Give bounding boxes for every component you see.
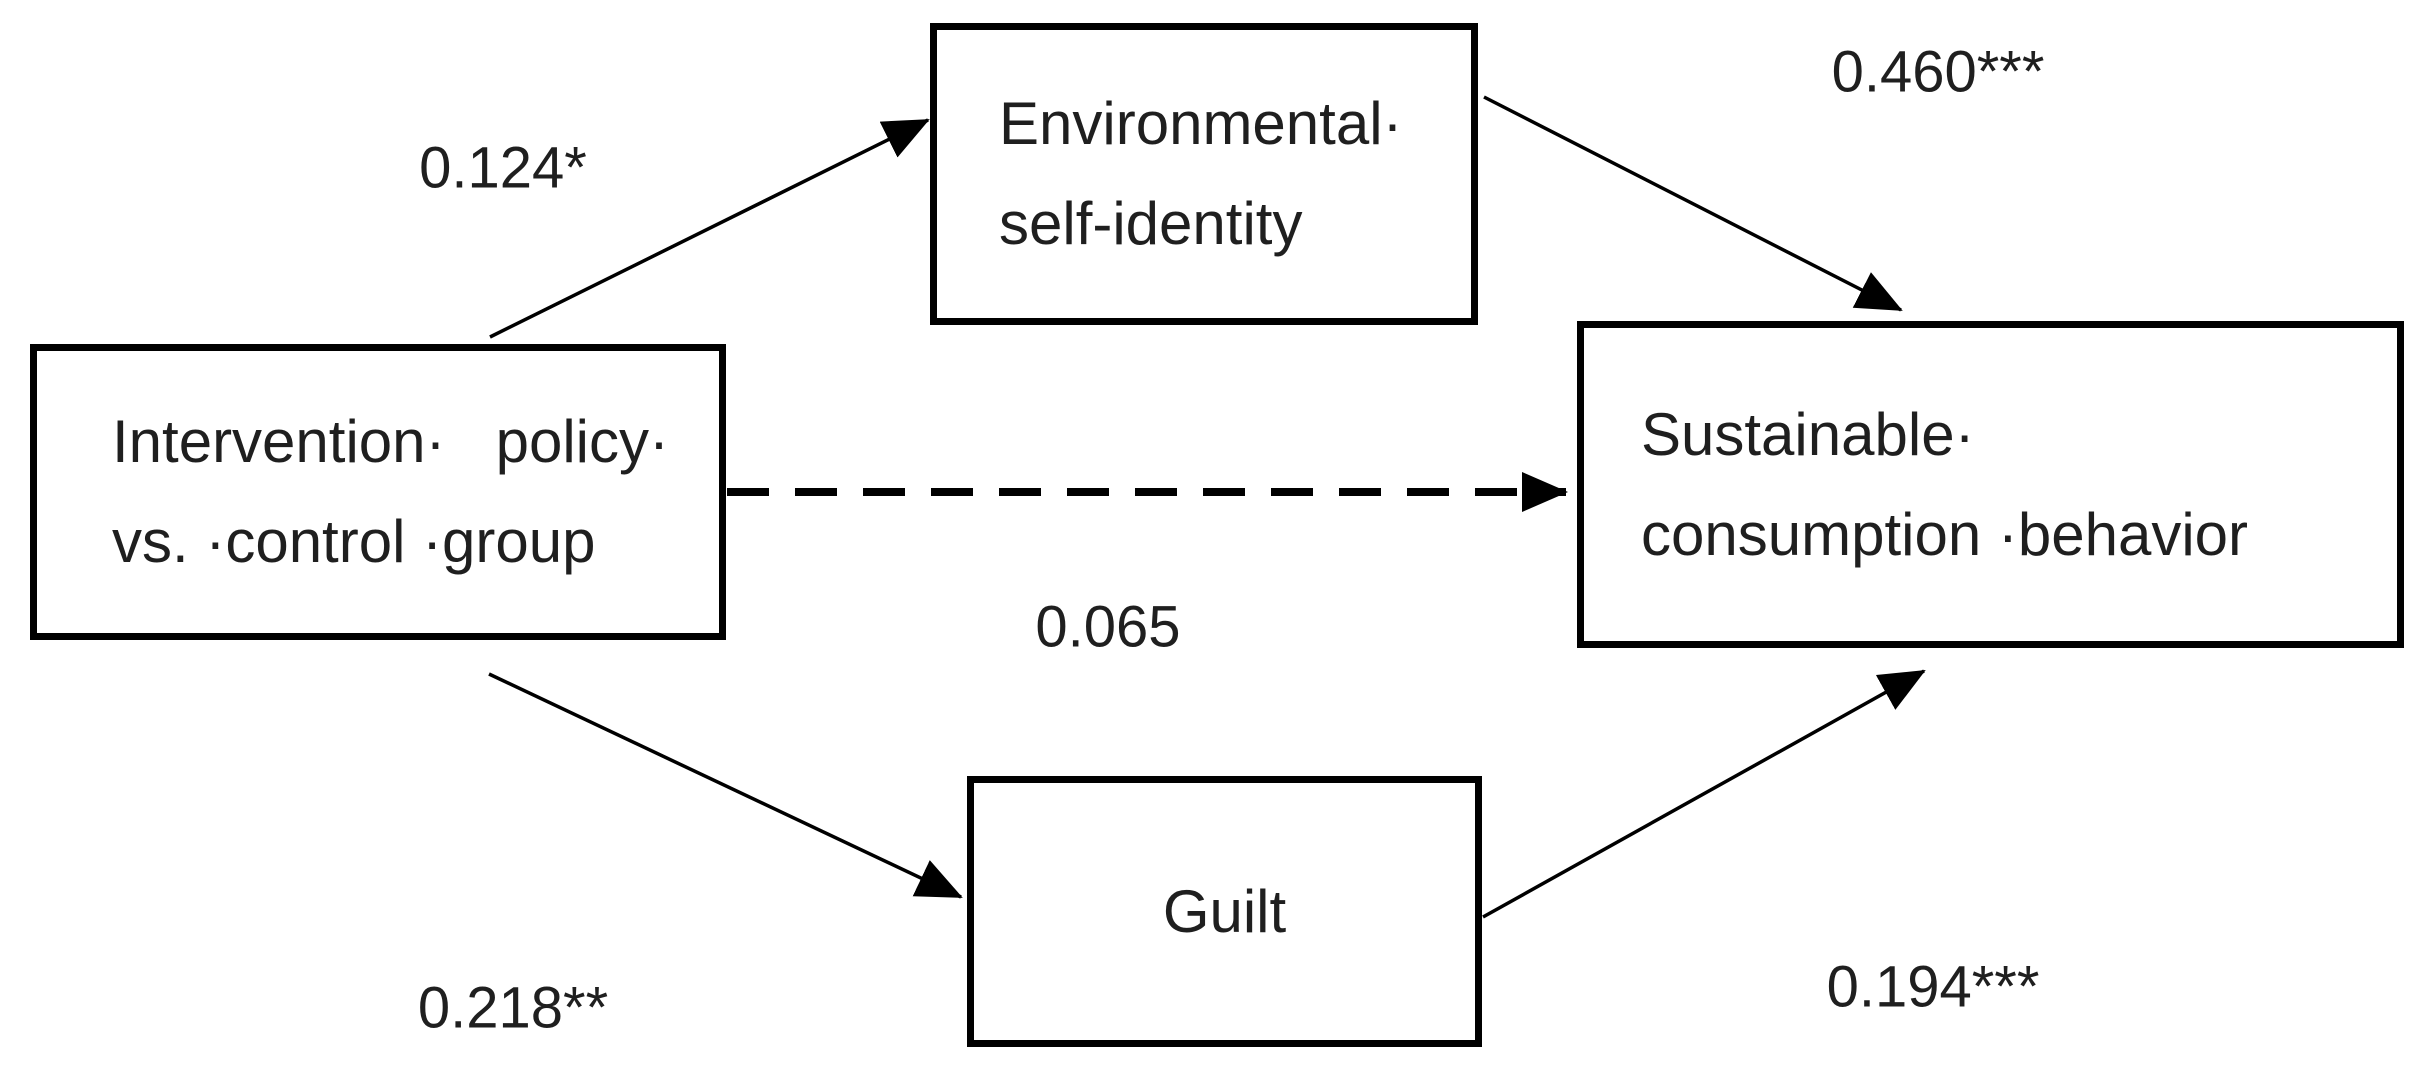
coefficient-predictor-to-mediator-bottom: 0.218** [417,975,609,1041]
node-intervention-line2: vs. ·control ·group [112,508,596,575]
node-guilt-label: Guilt [1162,877,1287,945]
node-intervention-policy: Intervention· policy· vs. ·control ·grou… [30,344,726,640]
node-environmental-line2: self-identity [999,190,1303,257]
coefficient-direct-effect: 0.065 [1035,594,1181,660]
node-intervention-line1-word2: policy· [495,408,669,475]
arrow-predictor-to-mediator-bottom [488,672,963,899]
node-intervention-line1-word1: Intervention· [112,408,446,475]
node-outcome-line2: consumption ·behavior [1641,500,2249,568]
node-intervention-line1: Intervention· policy· [112,392,669,492]
node-environmental-line1: Environmental· [999,90,1403,157]
node-environmental-self-identity: Environmental· self-identity [930,23,1478,325]
arrow-predictor-to-mediator-top [489,118,930,339]
node-outcome-line1: Sustainable· [1641,400,1975,468]
coefficient-predictor-to-mediator-top: 0.124* [419,135,587,201]
arrow-mediator-top-to-outcome [1483,95,1903,312]
node-sustainable-consumption-behavior: Sustainable· consumption ·behavior [1577,321,2404,648]
arrow-mediator-bottom-to-outcome [1482,669,1926,919]
node-guilt: Guilt [967,776,1482,1047]
coefficient-mediator-top-to-outcome: 0.460*** [1831,39,2045,105]
coefficient-mediator-bottom-to-outcome: 0.194*** [1826,954,2040,1020]
